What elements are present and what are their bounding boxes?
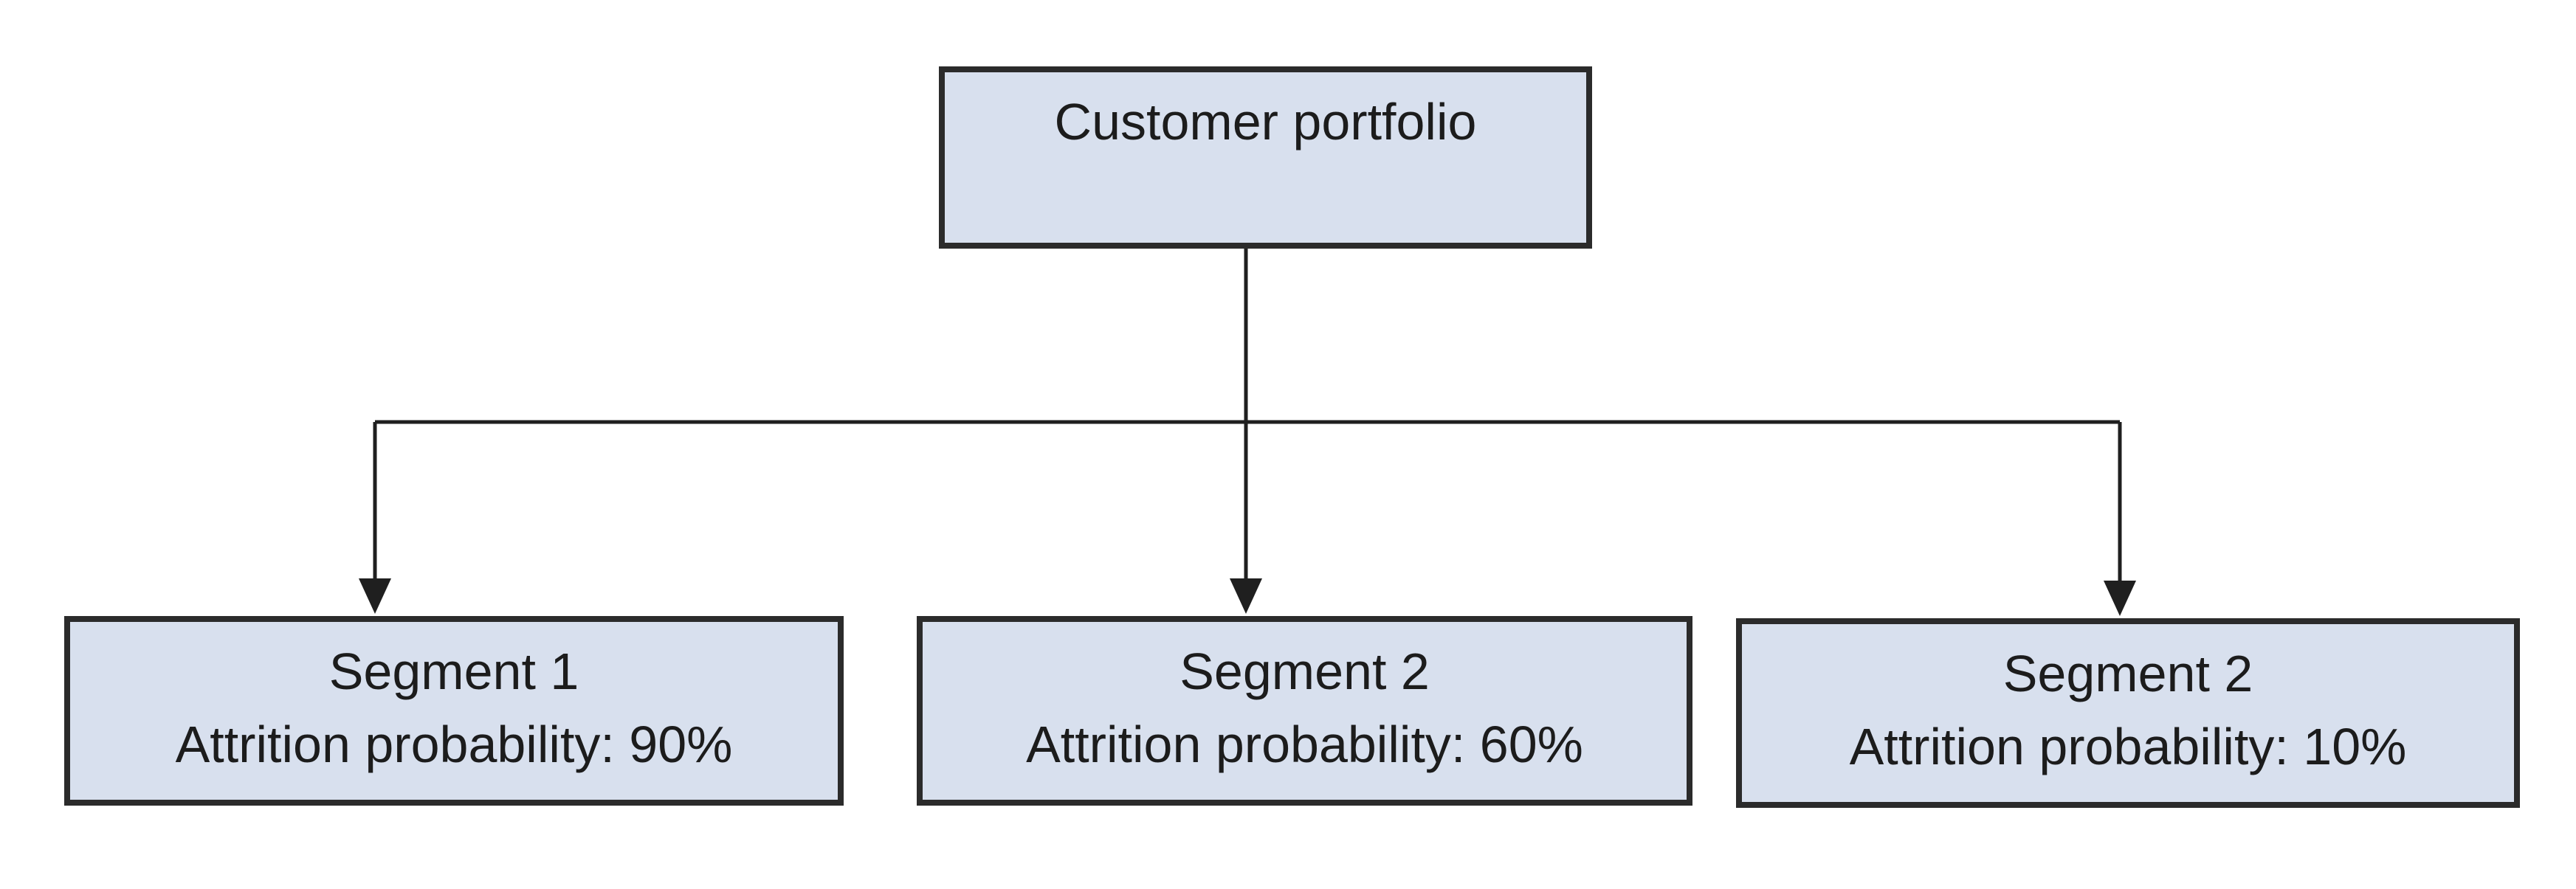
- node-segment-2: Segment 2 Attrition probability: 60%: [917, 616, 1692, 806]
- node-attrition-probability: Attrition probability: 10%: [1849, 718, 2407, 775]
- node-attrition-probability: Attrition probability: 60%: [1026, 716, 1583, 773]
- node-title: Segment 1: [328, 643, 579, 700]
- node-segment-3: Segment 2 Attrition probability: 10%: [1736, 618, 2520, 808]
- node-segment-1: Segment 1 Attrition probability: 90%: [64, 616, 844, 806]
- node-attrition-probability: Attrition probability: 90%: [175, 716, 733, 773]
- arrowhead-down-icon: [2104, 581, 2136, 616]
- node-title: Segment 2: [2002, 645, 2253, 702]
- arrowhead-down-icon: [359, 578, 391, 614]
- node-title: Segment 2: [1179, 643, 1430, 700]
- node-title: Customer portfolio: [1054, 93, 1477, 151]
- node-customer-portfolio: Customer portfolio: [939, 66, 1592, 249]
- arrowhead-down-icon: [1230, 578, 1262, 614]
